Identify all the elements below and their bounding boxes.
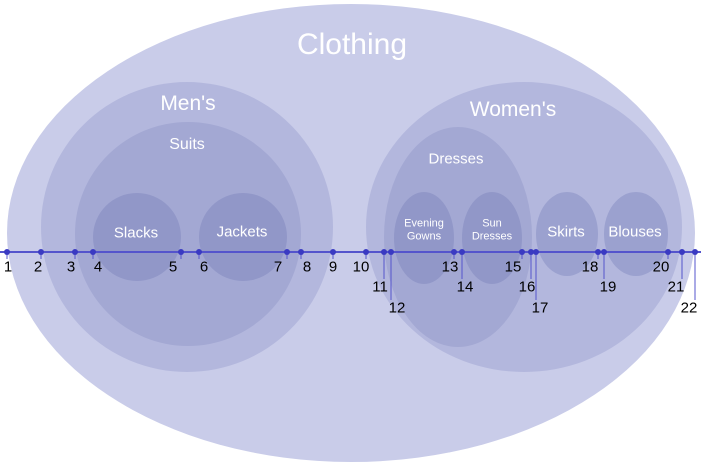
label-skirts: Skirts bbox=[547, 223, 585, 241]
axis-tick-1 bbox=[6, 252, 8, 259]
label-mens: Men's bbox=[160, 91, 216, 115]
axis-tick-19 bbox=[603, 252, 605, 279]
axis-number-18: 18 bbox=[581, 258, 599, 276]
axis-number-10: 10 bbox=[352, 258, 370, 276]
axis-dot-7 bbox=[284, 249, 290, 255]
axis-tick-14 bbox=[461, 252, 463, 279]
axis-dot-10 bbox=[363, 249, 369, 255]
axis-number-4: 4 bbox=[93, 258, 103, 276]
axis-dot-16 bbox=[528, 249, 534, 255]
axis-number-11: 11 bbox=[372, 278, 388, 296]
axis-dot-4 bbox=[90, 249, 96, 255]
axis-tick-3 bbox=[74, 252, 76, 259]
axis-dot-5 bbox=[178, 249, 184, 255]
axis-dot-22 bbox=[692, 249, 698, 255]
axis-tick-17 bbox=[535, 252, 537, 300]
axis-dot-8 bbox=[298, 249, 304, 255]
axis-dot-9 bbox=[330, 249, 336, 255]
axis-number-5: 5 bbox=[168, 258, 178, 276]
axis-tick-10 bbox=[365, 252, 367, 259]
axis-tick-16 bbox=[530, 252, 532, 279]
axis-number-8: 8 bbox=[302, 258, 312, 276]
axis-number-6: 6 bbox=[199, 258, 209, 276]
ellipse-blouses bbox=[604, 192, 668, 276]
axis-tick-2 bbox=[40, 252, 42, 259]
axis-tick-15 bbox=[521, 252, 523, 259]
axis-dot-14 bbox=[459, 249, 465, 255]
axis-tick-22 bbox=[694, 252, 696, 300]
axis-number-12: 12 bbox=[388, 299, 406, 317]
axis-tick-21 bbox=[681, 252, 683, 279]
axis-dot-3 bbox=[72, 249, 78, 255]
axis-dot-13 bbox=[451, 249, 457, 255]
axis-dot-19 bbox=[601, 249, 607, 255]
ellipse-jackets bbox=[199, 193, 287, 281]
axis-number-9: 9 bbox=[328, 258, 338, 276]
ellipse-slacks bbox=[93, 193, 181, 281]
axis-tick-12 bbox=[390, 252, 392, 300]
label-womens: Women's bbox=[469, 97, 557, 121]
axis-number-19: 19 bbox=[599, 278, 617, 296]
axis-tick-7 bbox=[286, 252, 288, 259]
axis-tick-6 bbox=[198, 252, 200, 259]
axis-dot-11 bbox=[381, 249, 387, 255]
axis-dot-6 bbox=[196, 249, 202, 255]
axis-number-15: 15 bbox=[504, 258, 522, 276]
axis-dot-1 bbox=[4, 249, 10, 255]
ellipse-sun-dresses bbox=[462, 192, 522, 284]
axis-number-13: 13 bbox=[441, 258, 459, 276]
axis-number-20: 20 bbox=[652, 258, 670, 276]
axis-number-16: 16 bbox=[518, 278, 536, 296]
axis-tick-20 bbox=[667, 252, 669, 259]
axis-number-1: 1 bbox=[3, 258, 13, 276]
axis-dot-17 bbox=[533, 249, 539, 255]
axis-tick-13 bbox=[453, 252, 455, 259]
axis-tick-18 bbox=[597, 252, 599, 259]
axis-number-22: 22 bbox=[680, 299, 698, 317]
axis-dot-21 bbox=[679, 249, 685, 255]
axis-tick-9 bbox=[332, 252, 334, 259]
axis-tick-8 bbox=[300, 252, 302, 259]
label-dresses: Dresses bbox=[428, 150, 484, 168]
axis-dot-15 bbox=[519, 249, 525, 255]
axis-dot-2 bbox=[38, 249, 44, 255]
label-jackets: Jackets bbox=[216, 223, 268, 241]
axis-dot-18 bbox=[595, 249, 601, 255]
axis-tick-4 bbox=[92, 252, 94, 259]
ellipse-skirts bbox=[536, 192, 598, 276]
axis-number-17: 17 bbox=[531, 299, 549, 317]
axis-number-2: 2 bbox=[33, 258, 43, 276]
axis-number-21: 21 bbox=[667, 278, 685, 296]
axis-tick-5 bbox=[180, 252, 182, 259]
label-blouses: Blouses bbox=[608, 223, 662, 241]
axis-number-7: 7 bbox=[273, 258, 283, 276]
axis-dot-20 bbox=[665, 249, 671, 255]
ellipse-evening-gowns bbox=[394, 192, 454, 284]
label-clothing: Clothing bbox=[296, 27, 408, 61]
label-suits: Suits bbox=[169, 135, 205, 153]
number-line bbox=[0, 251, 701, 253]
axis-tick-11 bbox=[383, 252, 385, 279]
label-slacks: Slacks bbox=[113, 224, 159, 242]
axis-dot-12 bbox=[388, 249, 394, 255]
axis-number-3: 3 bbox=[66, 258, 76, 276]
axis-number-14: 14 bbox=[456, 278, 474, 296]
